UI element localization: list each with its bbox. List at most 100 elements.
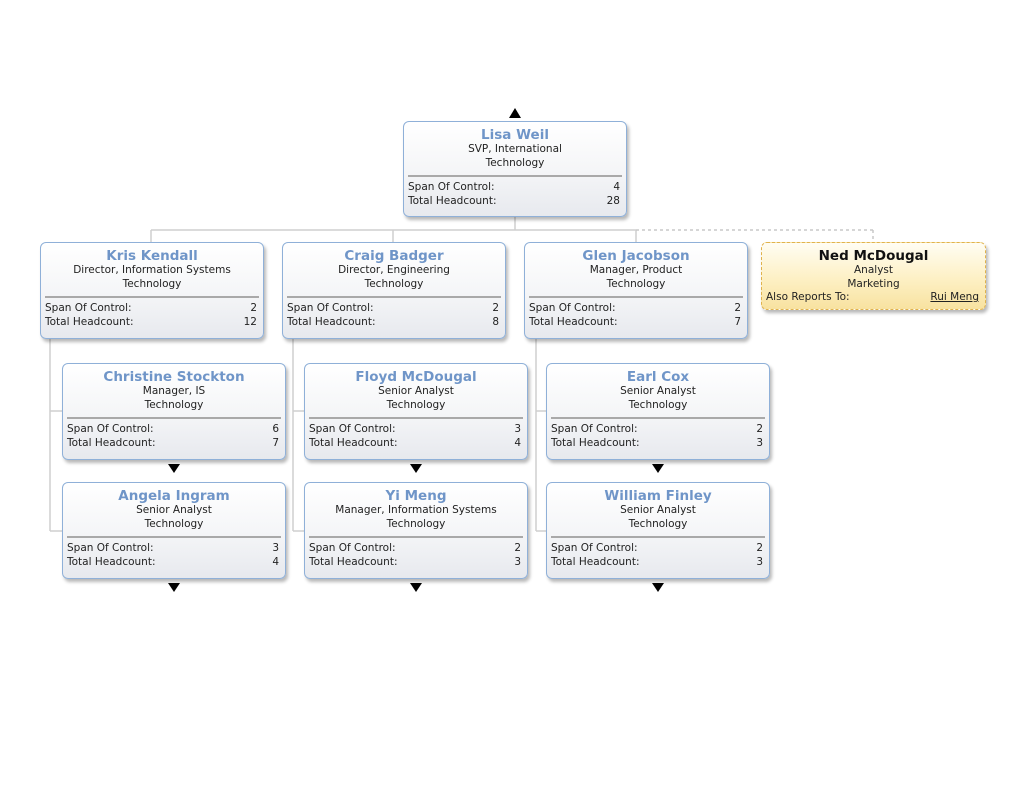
card-divider bbox=[408, 175, 622, 177]
person-department: Technology bbox=[386, 398, 446, 411]
headcount-row: Total Headcount: 28 bbox=[404, 195, 626, 209]
headcount-row: Total Headcount: 4 bbox=[63, 556, 285, 570]
person-title: Manager, Product bbox=[589, 264, 683, 276]
span-of-control-row: Span Of Control: 2 bbox=[283, 302, 505, 316]
person-department: Technology bbox=[122, 277, 182, 290]
person-name: Glen Jacobson bbox=[582, 248, 690, 264]
person-title: Senior Analyst bbox=[620, 385, 696, 397]
person-department: Technology bbox=[144, 517, 204, 530]
headcount-row: Total Headcount: 7 bbox=[525, 316, 747, 330]
expand-down-icon[interactable] bbox=[410, 583, 422, 592]
headcount-label: Total Headcount: bbox=[67, 555, 156, 568]
expand-down-icon[interactable] bbox=[168, 583, 180, 592]
span-label: Span Of Control: bbox=[287, 302, 374, 314]
card-divider bbox=[551, 417, 765, 419]
span-value: 2 bbox=[734, 302, 741, 314]
span-of-control-row: Span Of Control: 3 bbox=[305, 423, 527, 437]
span-value: 2 bbox=[756, 423, 763, 435]
card-divider bbox=[45, 296, 259, 298]
span-of-control-row: Span Of Control: 3 bbox=[63, 542, 285, 556]
person-name: Yi Meng bbox=[385, 488, 447, 504]
span-of-control-row: Span Of Control: 2 bbox=[41, 302, 263, 316]
expand-down-icon[interactable] bbox=[410, 464, 422, 473]
headcount-value: 7 bbox=[734, 315, 741, 328]
span-value: 3 bbox=[514, 423, 521, 435]
expand-down-icon[interactable] bbox=[652, 464, 664, 473]
person-name: Angela Ingram bbox=[118, 488, 230, 504]
also-reports-row: Also Reports To: Rui Meng bbox=[762, 291, 985, 305]
span-value: 3 bbox=[272, 542, 279, 554]
span-value: 2 bbox=[250, 302, 257, 314]
headcount-row: Total Headcount: 3 bbox=[305, 556, 527, 570]
span-label: Span Of Control: bbox=[67, 423, 154, 435]
org-card-root[interactable]: Lisa Weil SVP, International Technology … bbox=[403, 121, 627, 217]
person-name: Earl Cox bbox=[626, 369, 690, 385]
person-department: Technology bbox=[144, 398, 204, 411]
card-divider bbox=[67, 417, 281, 419]
person-name: Lisa Weil bbox=[481, 127, 549, 143]
span-label: Span Of Control: bbox=[67, 542, 154, 554]
span-value: 2 bbox=[492, 302, 499, 314]
headcount-label: Total Headcount: bbox=[551, 436, 640, 449]
headcount-row: Total Headcount: 3 bbox=[547, 556, 769, 570]
span-label: Span Of Control: bbox=[529, 302, 616, 314]
also-reports-link[interactable]: Rui Meng bbox=[930, 291, 979, 303]
span-label: Span Of Control: bbox=[309, 542, 396, 554]
collapse-up-icon[interactable] bbox=[509, 108, 521, 118]
headcount-label: Total Headcount: bbox=[309, 555, 398, 568]
span-label: Span Of Control: bbox=[551, 423, 638, 435]
headcount-value: 4 bbox=[272, 555, 279, 568]
person-title: Senior Analyst bbox=[620, 504, 696, 516]
span-of-control-row: Span Of Control:2 bbox=[547, 542, 769, 556]
person-title: Director, Engineering bbox=[338, 264, 450, 276]
person-name: Ned McDougal bbox=[818, 248, 929, 264]
person-department: Technology bbox=[364, 277, 424, 290]
span-label: Span Of Control: bbox=[309, 423, 396, 435]
person-title: Manager, Information Systems bbox=[335, 504, 497, 516]
headcount-row: Total Headcount:12 bbox=[41, 316, 263, 330]
card-divider bbox=[67, 536, 281, 538]
headcount-value: 3 bbox=[756, 436, 763, 449]
also-reports-label: Also Reports To: bbox=[766, 291, 850, 303]
person-department: Technology bbox=[628, 398, 688, 411]
span-value: 2 bbox=[514, 542, 521, 554]
card-divider bbox=[551, 536, 765, 538]
headcount-row: Total Headcount: 4 bbox=[305, 437, 527, 451]
org-card-dotted-report[interactable]: Ned McDougal Analyst Marketing Also Repo… bbox=[761, 242, 986, 310]
headcount-row: Total Headcount: 3 bbox=[547, 437, 769, 451]
headcount-label: Total Headcount: bbox=[67, 436, 156, 449]
person-department: Technology bbox=[628, 517, 688, 530]
headcount-label: Total Headcount: bbox=[551, 555, 640, 568]
headcount-label: Total Headcount: bbox=[287, 315, 376, 328]
headcount-value: 3 bbox=[514, 555, 521, 568]
expand-down-icon[interactable] bbox=[168, 464, 180, 473]
span-value: 6 bbox=[272, 423, 279, 435]
headcount-value: 3 bbox=[756, 555, 763, 568]
headcount-label: Total Headcount: bbox=[309, 436, 398, 449]
person-name: Craig Badger bbox=[344, 248, 444, 264]
headcount-label: Total Headcount: bbox=[529, 315, 618, 328]
span-of-control-row: Span Of Control: 6 bbox=[63, 423, 285, 437]
headcount-value: 4 bbox=[514, 436, 521, 449]
person-title: SVP, International bbox=[468, 143, 562, 155]
span-of-control-row: Span Of Control: 2 bbox=[525, 302, 747, 316]
span-of-control-row: Span Of Control: 4 bbox=[404, 181, 626, 195]
person-department: Marketing bbox=[847, 277, 900, 290]
headcount-label: Total Headcount: bbox=[408, 194, 497, 207]
person-name: Floyd McDougal bbox=[355, 369, 477, 385]
headcount-value: 12 bbox=[243, 315, 257, 328]
person-department: Technology bbox=[485, 156, 545, 169]
span-value: 2 bbox=[756, 542, 763, 554]
span-label: Span Of Control: bbox=[45, 302, 132, 314]
expand-down-icon[interactable] bbox=[652, 583, 664, 592]
